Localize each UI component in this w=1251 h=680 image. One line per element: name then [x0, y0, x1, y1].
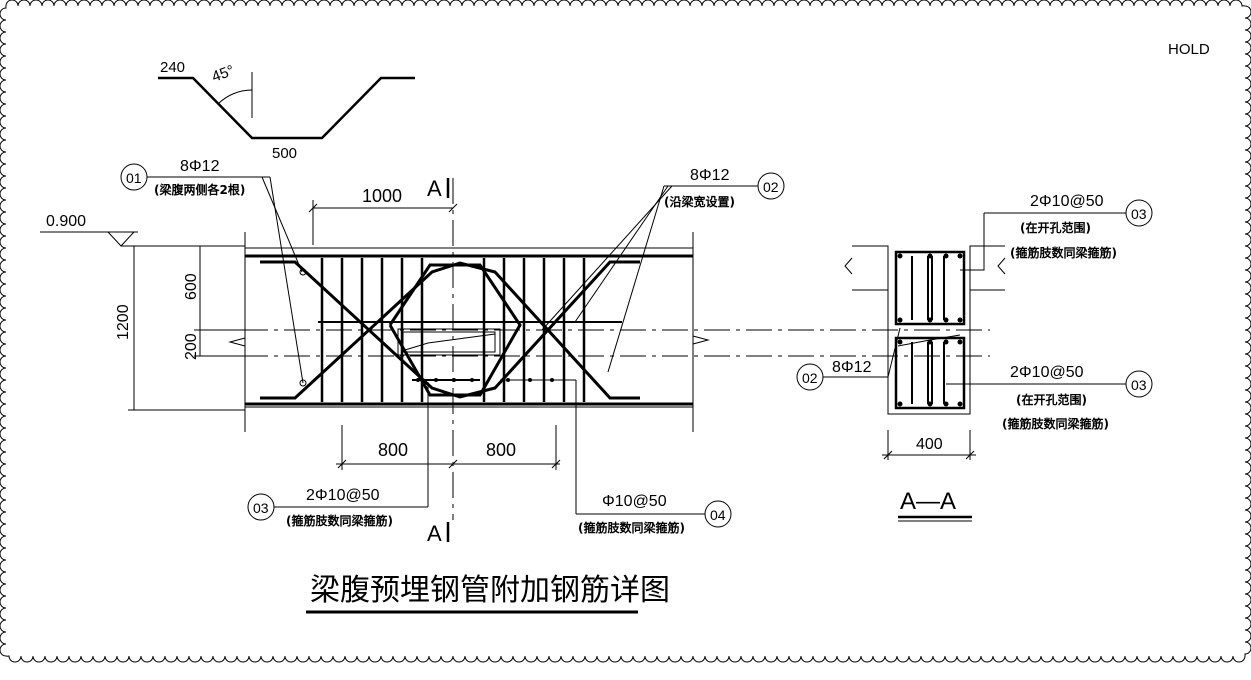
dim-400: 400 — [916, 436, 943, 453]
callout-02-spec: 8Φ12 — [690, 167, 730, 184]
callout-02-sec-id: 02 — [802, 370, 818, 386]
bend-left-length: 240 — [160, 59, 185, 76]
dim-800-right: 800 — [486, 440, 516, 460]
callout-04-spec: Φ10@50 — [602, 493, 667, 510]
callout-04-id: 04 — [710, 507, 726, 523]
section-mark-bottom: A — [427, 521, 442, 546]
callout-01-note: (梁腹两侧各2根) — [154, 182, 245, 197]
callout-03-main-id: 03 — [253, 500, 269, 516]
bend-detail: 240 45° 500 — [158, 59, 415, 162]
beam-elevation — [200, 178, 990, 520]
callout-02-sec: 02 8Φ12 — [796, 327, 901, 391]
callout-03-sec-top-id: 03 — [1131, 206, 1147, 222]
callout-03-sec-bot-note2: (箍筋肢数同梁箍筋) — [1002, 416, 1109, 431]
hold-label: HOLD — [1168, 41, 1210, 58]
callout-03-sec-top-spec: 2Φ10@50 — [1030, 193, 1104, 210]
callout-03-sec-bot-spec: 2Φ10@50 — [1010, 364, 1084, 381]
embedded-pipe — [397, 328, 501, 356]
drawing-title: 梁腹预埋钢管附加钢筋详图 — [310, 573, 670, 608]
callout-02-sec-spec: 8Φ12 — [832, 359, 872, 376]
dim-1200: 1200 — [115, 304, 132, 340]
callout-03-sec-bot-id: 03 — [1131, 377, 1147, 393]
callout-02: 02 8Φ12 (沿梁宽设置) — [541, 167, 785, 373]
bend-angle: 45° — [210, 62, 237, 86]
callout-04-note: (箍筋肢数同梁箍筋) — [578, 520, 685, 535]
elevation-marker: 0.900 — [40, 213, 245, 247]
callout-03-sec-bot-note1: (在开孔范围) — [1016, 392, 1087, 407]
callout-03-sec-top-note1: (在开孔范围) — [1020, 220, 1091, 235]
callout-03-sec-bot: 03 2Φ10@50 (在开孔范围) (箍筋肢数同梁箍筋) — [946, 364, 1153, 431]
dim-600: 600 — [183, 273, 200, 300]
dim-800-lines — [336, 425, 561, 470]
left-dimensions — [128, 246, 245, 411]
elevation-value: 0.900 — [46, 213, 86, 230]
callout-01: 01 8Φ12 (梁腹两侧各2根) — [120, 158, 304, 384]
callout-03-main-spec: 2Φ10@50 — [306, 487, 380, 504]
callout-01-spec: 8Φ12 — [180, 158, 220, 175]
callout-03-main: 03 2Φ10@50 (箍筋肢数同梁箍筋) — [247, 382, 429, 528]
section-bars — [897, 253, 963, 407]
section-mark-top: A — [427, 176, 442, 201]
stirrups — [320, 258, 586, 402]
bend-bottom-length: 500 — [272, 145, 297, 162]
section-a-a: 400 A—A — [844, 245, 1006, 522]
callout-03-sec-top-note2: (箍筋肢数同梁箍筋) — [1010, 245, 1117, 260]
callout-03-sec-top: 03 2Φ10@50 (在开孔范围) (箍筋肢数同梁箍筋) — [960, 193, 1153, 271]
dim-200: 200 — [183, 333, 200, 360]
revision-cloud-border — [0, 0, 1251, 663]
callout-04: 04 Φ10@50 (箍筋肢数同梁箍筋) — [500, 379, 732, 535]
callout-03-main-note: (箍筋肢数同梁箍筋) — [286, 513, 393, 528]
dim-800-left: 800 — [378, 440, 408, 460]
callout-02-id: 02 — [763, 179, 779, 195]
callout-01-id: 01 — [126, 170, 142, 186]
dim-1000: 1000 — [362, 186, 402, 206]
callout-02-note: (沿梁宽设置) — [664, 194, 735, 209]
section-title: A—A — [900, 488, 956, 515]
dim-1000-line — [308, 200, 458, 245]
